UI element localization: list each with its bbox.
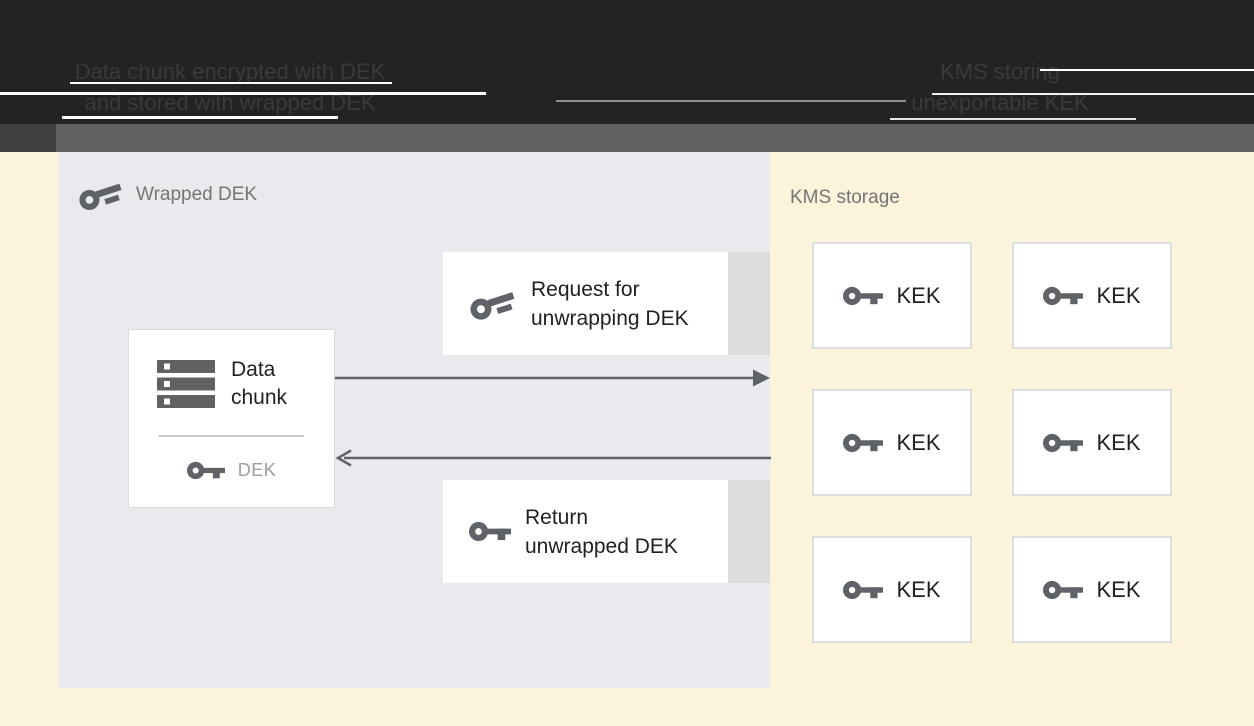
caption-line: unexportable KEK [911,90,1089,115]
divider-band-notch [0,124,56,152]
dek-label: DEK [237,460,277,480]
return-box-strip [728,480,770,583]
kek-box: KEK [1012,536,1172,643]
kek-key-icon [843,579,884,601]
caption-data-chunk: Data chunk encrypted with DEK and stored… [64,56,396,118]
data-chunk-row: Data chunk [129,356,334,412]
kek-key-icon [843,432,884,454]
kek-key-icon [843,285,884,307]
return-key-icon [469,520,511,543]
dek-row: DEK [129,460,334,481]
kms-storage-label: KMS storage [790,184,900,212]
dek-key-icon [186,460,225,481]
request-box-line: unwrapping DEK [531,306,689,330]
arrow-left-icon [334,447,771,469]
kek-key-icon [1043,579,1084,601]
glitch-line [556,100,906,102]
caption-line: Data chunk encrypted with DEK [74,59,386,84]
kek-key-icon [1043,432,1084,454]
return-box-content: Return unwrapped DEK [443,480,728,583]
request-box-strip [728,252,770,355]
request-box-text: Request for unwrapping DEK [531,275,689,333]
return-box-text: Return unwrapped DEK [525,503,678,561]
return-unwrapped-box: Return unwrapped DEK [443,480,770,583]
kms-storage-title: KMS storage [790,187,900,208]
request-box-line: Request for [531,277,640,301]
kek-box: KEK [812,536,972,643]
return-box-line: Return [525,505,589,529]
kek-label: KEK [896,282,941,308]
data-chunk-title-line: Data [231,358,276,381]
glitch-line [890,118,1136,120]
request-unwrap-box: Request for unwrapping DEK [443,252,770,355]
glitch-line [932,93,1254,95]
kek-box: KEK [812,242,972,349]
data-chunk-title-line: chunk [231,386,288,409]
kek-label: KEK [1096,429,1141,455]
return-box-line: unwrapped DEK [525,534,678,558]
kek-box: KEK [1012,389,1172,496]
data-chunk-title: Data chunk [231,356,287,412]
kek-label: KEK [896,429,941,455]
kek-label: KEK [1096,576,1141,602]
kek-box: KEK [1012,242,1172,349]
glitch-line [70,82,392,84]
header-caption-band: Data chunk encrypted with DEK and stored… [0,0,1254,124]
caption-line: KMS storing [940,59,1060,84]
wrapped-dek-label: Wrapped DEK [78,176,257,214]
tilted-key-icon [78,176,124,214]
data-chunk-box: Data chunk DEK [128,329,335,508]
glitch-line [62,116,338,119]
glitch-line [0,92,486,95]
caption-kms: KMS storing unexportable KEK [905,56,1095,118]
divider-band [0,124,1254,152]
request-box-content: Request for unwrapping DEK [443,252,728,355]
storage-stack-icon [157,360,215,408]
data-chunk-divider [159,435,304,437]
kek-key-icon [1043,285,1084,307]
kek-label: KEK [1096,282,1141,308]
kek-label: KEK [896,576,941,602]
kek-box: KEK [812,389,972,496]
glitch-line [1040,69,1254,71]
wrapped-dek-title: Wrapped DEK [136,184,258,205]
request-key-icon [469,284,517,324]
arrow-right-icon [334,367,771,389]
